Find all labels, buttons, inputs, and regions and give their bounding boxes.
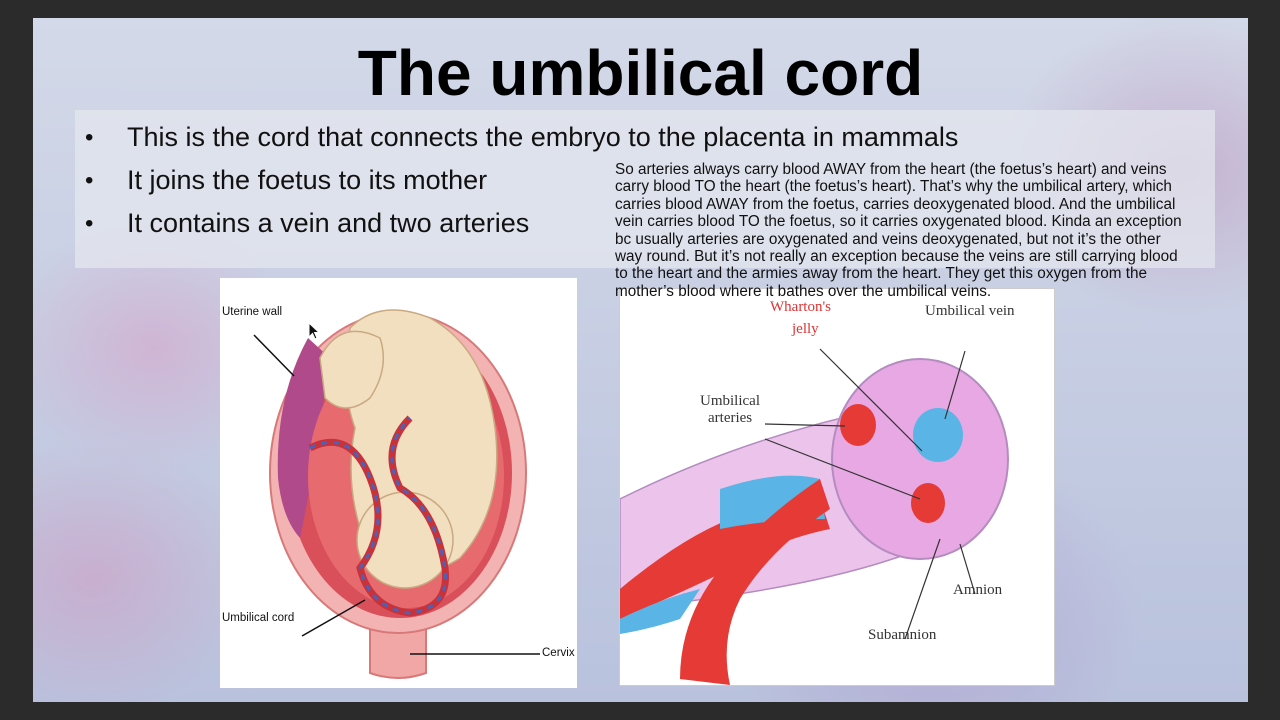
amnion-label: Amnion [953,582,1003,598]
slide-title: The umbilical cord [357,37,924,109]
subamnion-label: Subamnion [868,627,937,643]
umbilical-cord-label: Umbilical cord [222,612,295,624]
foetus-uterus-illustration [253,309,540,679]
bullet-dot-icon: • [85,167,94,194]
mouse-pointer-icon [308,322,320,340]
bullet-list: • This is the cord that connects the embr… [85,116,958,245]
bullet-panel: • This is the cord that connects the embr… [75,110,1215,268]
foetus-uterus-figure: Uterine wall Umbilical cord Cervix [220,278,577,688]
bullet-text: It contains a vein and two arteries [127,208,530,238]
uterine-wall-label: Uterine wall [222,306,283,318]
cord-cross-section-figure: Wharton's jelly Umbilical vein Umbilical… [619,288,1055,686]
umbilical-arteries-label-2: arteries [708,410,753,426]
bullet-dot-icon: • [85,210,94,237]
cervix-label: Cervix [542,647,575,659]
slide: The umbilical cord • This is the cord tha… [33,18,1248,702]
whartons-jelly-label: jelly [792,321,819,337]
bullet-item: • It joins the foetus to its mother [85,159,958,202]
umbilical-arteries-label-1: Umbilical [700,393,760,409]
bullet-text: This is the cord that connects the embry… [127,122,959,152]
bullet-text: It joins the foetus to its mother [127,165,488,195]
bullet-item: • It contains a vein and two arteries [85,202,958,245]
umbilical-vein-label: Umbilical vein [925,303,1015,319]
whartons-jelly-label-top: Wharton's [770,299,832,315]
bullet-item: • This is the cord that connects the embr… [85,116,958,159]
bullet-dot-icon: • [85,124,94,151]
cord-cross-section-illustration [620,348,1009,685]
explanatory-note: So arteries always carry blood AWAY from… [615,161,1182,300]
